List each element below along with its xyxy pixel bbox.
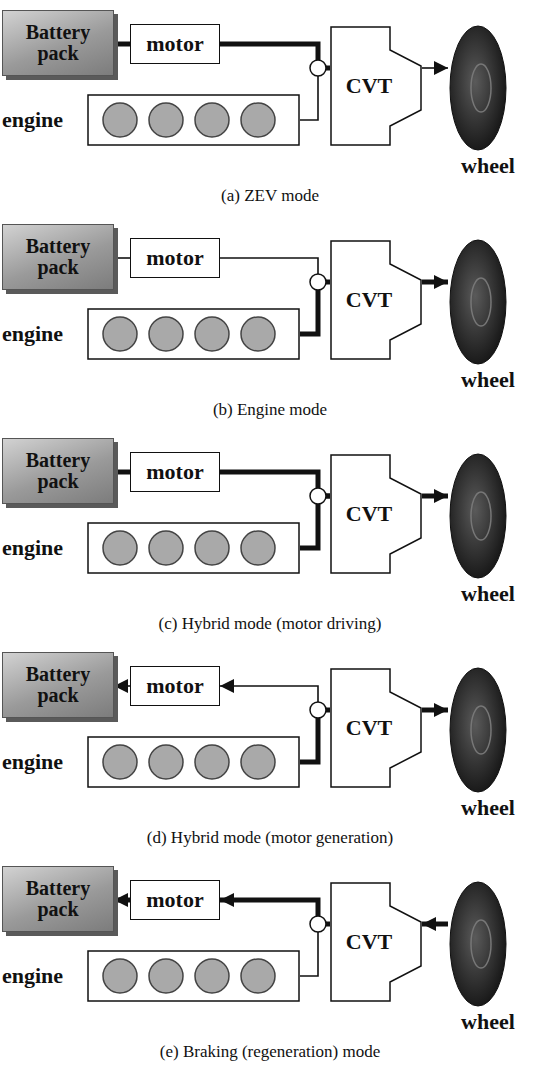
cylinder-symbol bbox=[103, 317, 137, 351]
cylinder-symbol bbox=[195, 959, 229, 993]
cylinder-symbol bbox=[103, 745, 137, 779]
battery-pack-box: Battery pack bbox=[2, 438, 114, 504]
cylinder-symbol bbox=[241, 531, 275, 565]
cylinder-symbol bbox=[149, 317, 183, 351]
figure-caption: (e) Braking (regeneration) mode bbox=[0, 1042, 540, 1062]
power-flow-connector bbox=[114, 42, 130, 47]
cvt-shape: CVT bbox=[330, 240, 422, 360]
cylinder-symbol bbox=[195, 103, 229, 137]
cylinder-symbol bbox=[195, 317, 229, 351]
cylinder-symbol bbox=[103, 531, 137, 565]
motor-box: motor bbox=[130, 880, 220, 920]
node-label: CVT bbox=[346, 502, 392, 525]
power-flow-connector bbox=[114, 257, 130, 259]
cylinder-symbol bbox=[195, 745, 229, 779]
junction-circle bbox=[310, 916, 326, 932]
cylinder-symbol bbox=[149, 745, 183, 779]
node-label: motor bbox=[146, 888, 203, 911]
node-label: wheel bbox=[448, 796, 528, 819]
engine-block: engine bbox=[2, 736, 300, 788]
node-label: Battery pack bbox=[3, 664, 113, 706]
cylinder-symbol bbox=[195, 531, 229, 565]
junction-circle bbox=[310, 488, 326, 504]
cylinder-symbol bbox=[103, 103, 137, 137]
junction-circle bbox=[310, 60, 326, 76]
node-label: Battery pack bbox=[3, 878, 113, 920]
wheel-shape: wheel bbox=[448, 874, 528, 1039]
cylinder-symbol bbox=[241, 745, 275, 779]
node-label: engine bbox=[2, 964, 63, 987]
node-label: motor bbox=[146, 460, 203, 483]
figure-caption: (a) ZEV mode bbox=[0, 186, 540, 206]
figure-caption: (c) Hybrid mode (motor driving) bbox=[0, 614, 540, 634]
node-label: engine bbox=[2, 536, 63, 559]
figure-caption: (b) Engine mode bbox=[0, 400, 540, 420]
node-label: CVT bbox=[346, 716, 392, 739]
figure-caption: (d) Hybrid mode (motor generation) bbox=[0, 828, 540, 848]
cylinder-symbol bbox=[241, 103, 275, 137]
motor-box: motor bbox=[130, 238, 220, 278]
node-label: motor bbox=[146, 246, 203, 269]
motor-box: motor bbox=[130, 452, 220, 492]
node-label: Battery pack bbox=[3, 236, 113, 278]
junction-circle bbox=[310, 274, 326, 290]
cylinder-symbol bbox=[241, 959, 275, 993]
battery-pack-box: Battery pack bbox=[2, 224, 114, 290]
cylinder-symbol bbox=[103, 959, 137, 993]
node-label: Battery pack bbox=[3, 450, 113, 492]
power-flow-connector bbox=[422, 67, 448, 69]
wheel-shape: wheel bbox=[448, 18, 528, 183]
wheel-shape: wheel bbox=[448, 446, 528, 611]
junction-circle bbox=[310, 702, 326, 718]
power-flow-connector bbox=[114, 470, 130, 475]
node-label: motor bbox=[146, 32, 203, 55]
engine-block: engine bbox=[2, 522, 300, 574]
power-flow-connector bbox=[114, 898, 130, 903]
node-label: Battery pack bbox=[3, 22, 113, 64]
battery-pack-box: Battery pack bbox=[2, 10, 114, 76]
engine-block: engine bbox=[2, 308, 300, 360]
node-label: wheel bbox=[448, 582, 528, 605]
engine-block: engine bbox=[2, 94, 300, 146]
wheel-shape: wheel bbox=[448, 232, 528, 397]
cylinder-symbol bbox=[149, 959, 183, 993]
battery-pack-box: Battery pack bbox=[2, 866, 114, 932]
cvt-shape: CVT bbox=[330, 882, 422, 1002]
motor-box: motor bbox=[130, 666, 220, 706]
cvt-shape: CVT bbox=[330, 454, 422, 574]
power-flow-connector bbox=[422, 494, 448, 499]
power-flow-connector bbox=[422, 922, 448, 927]
node-label: engine bbox=[2, 750, 63, 773]
node-label: engine bbox=[2, 108, 63, 131]
node-label: wheel bbox=[448, 368, 528, 391]
cylinder-symbol bbox=[149, 531, 183, 565]
wheel-shape: wheel bbox=[448, 660, 528, 825]
cvt-shape: CVT bbox=[330, 26, 422, 146]
cvt-shape: CVT bbox=[330, 668, 422, 788]
power-flow-connector bbox=[422, 280, 448, 285]
node-label: motor bbox=[146, 674, 203, 697]
motor-box: motor bbox=[130, 24, 220, 64]
node-label: CVT bbox=[346, 288, 392, 311]
power-flow-connector bbox=[114, 685, 130, 687]
node-label: wheel bbox=[448, 1010, 528, 1033]
node-label: wheel bbox=[448, 154, 528, 177]
cylinder-symbol bbox=[149, 103, 183, 137]
power-flow-connector bbox=[422, 708, 448, 713]
node-label: CVT bbox=[346, 930, 392, 953]
node-label: engine bbox=[2, 322, 63, 345]
engine-block: engine bbox=[2, 950, 300, 1002]
cylinder-symbol bbox=[241, 317, 275, 351]
battery-pack-box: Battery pack bbox=[2, 652, 114, 718]
node-label: CVT bbox=[346, 74, 392, 97]
